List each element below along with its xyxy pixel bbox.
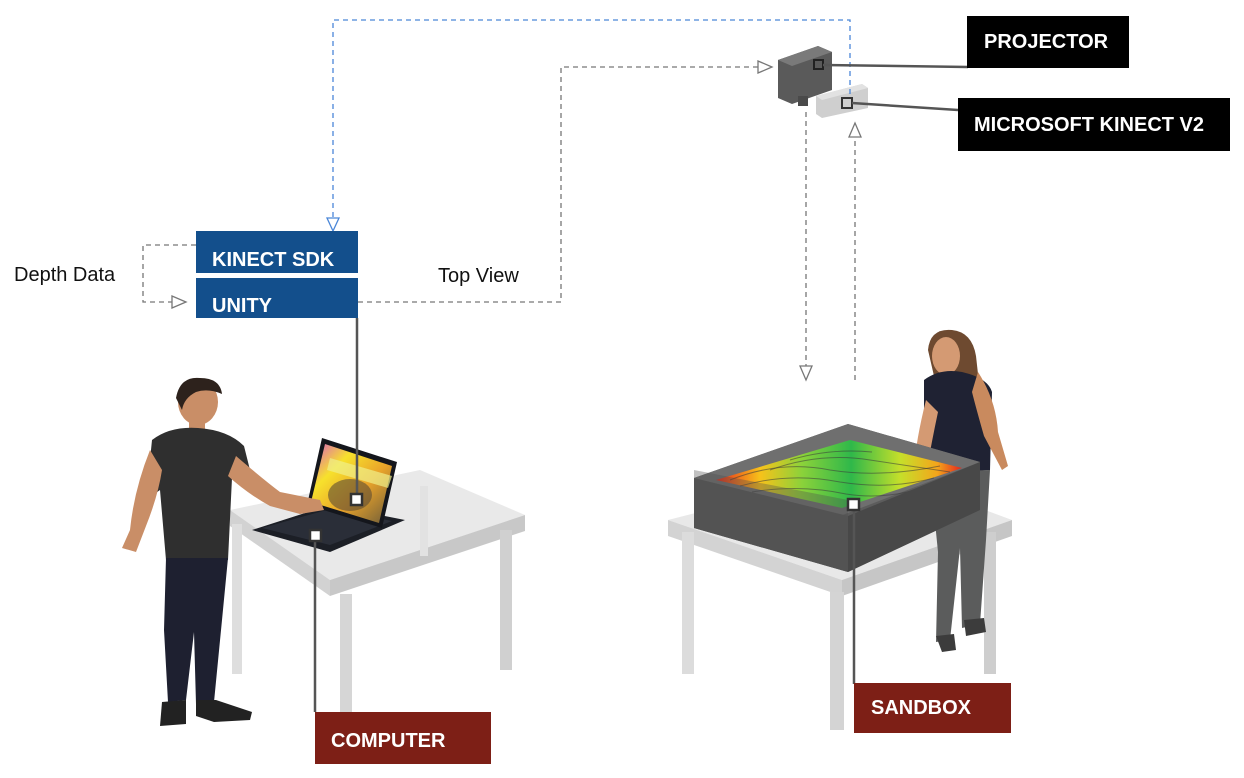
woman-figure	[904, 329, 1008, 652]
computer-label: COMPUTER	[315, 712, 491, 764]
connector-depth-loop	[142, 244, 196, 303]
projector-label: PROJECTOR	[967, 16, 1129, 68]
top-view-label: Top View	[438, 265, 519, 287]
sandbox-label: SANDBOX	[854, 683, 1011, 733]
arrowhead-projector	[757, 60, 774, 74]
arrowhead-sandbox	[799, 365, 813, 382]
sandbox-model	[694, 424, 980, 572]
leader-markers	[308, 492, 861, 543]
unity-label: UNITY	[196, 278, 358, 318]
man-figure	[122, 377, 324, 726]
connector-kinect-to-sdk	[332, 19, 851, 218]
depth-data-label: Depth Data	[14, 264, 116, 286]
arrowhead-kinect	[848, 121, 862, 138]
leader-lines	[313, 63, 969, 712]
arrowhead-sdk	[325, 217, 341, 233]
projector-device	[778, 46, 832, 106]
kinect-sdk-label: KINECT SDK	[196, 231, 358, 273]
connector-unity-to-projector	[358, 66, 758, 303]
kinect-label: MICROSOFT KINECT V2	[958, 98, 1230, 151]
arrowhead-unity	[171, 295, 188, 309]
